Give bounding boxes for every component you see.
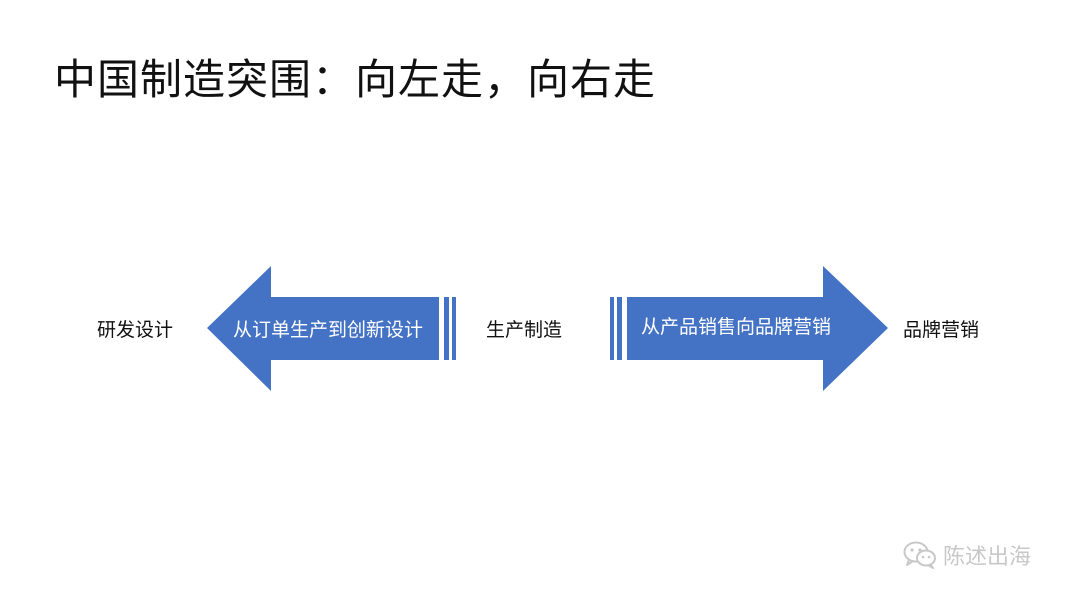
left-arrow-shape bbox=[207, 266, 439, 391]
slide-title: 中国制造突围：向左走，向右走 bbox=[54, 55, 657, 104]
left-arrow-stripe-2 bbox=[452, 297, 456, 360]
right-arrow-shape bbox=[627, 266, 888, 391]
watermark-text: 陈述出海 bbox=[943, 545, 1032, 570]
right-node-label: 品牌营销 bbox=[903, 319, 980, 341]
left-node-label: 研发设计 bbox=[97, 319, 174, 341]
right-arrow-stripe-1 bbox=[610, 297, 614, 360]
center-node-label: 生产制造 bbox=[486, 319, 563, 341]
wechat-icon bbox=[903, 541, 937, 569]
right-arrow-label: 从产品销售向品牌营销 bbox=[641, 316, 832, 338]
watermark: 陈述出海 bbox=[903, 540, 1031, 570]
right-arrow-stripe-2 bbox=[617, 297, 622, 360]
left-arrow-stripe-1 bbox=[444, 297, 449, 360]
left-arrow-label: 从订单生产到创新设计 bbox=[233, 319, 424, 341]
